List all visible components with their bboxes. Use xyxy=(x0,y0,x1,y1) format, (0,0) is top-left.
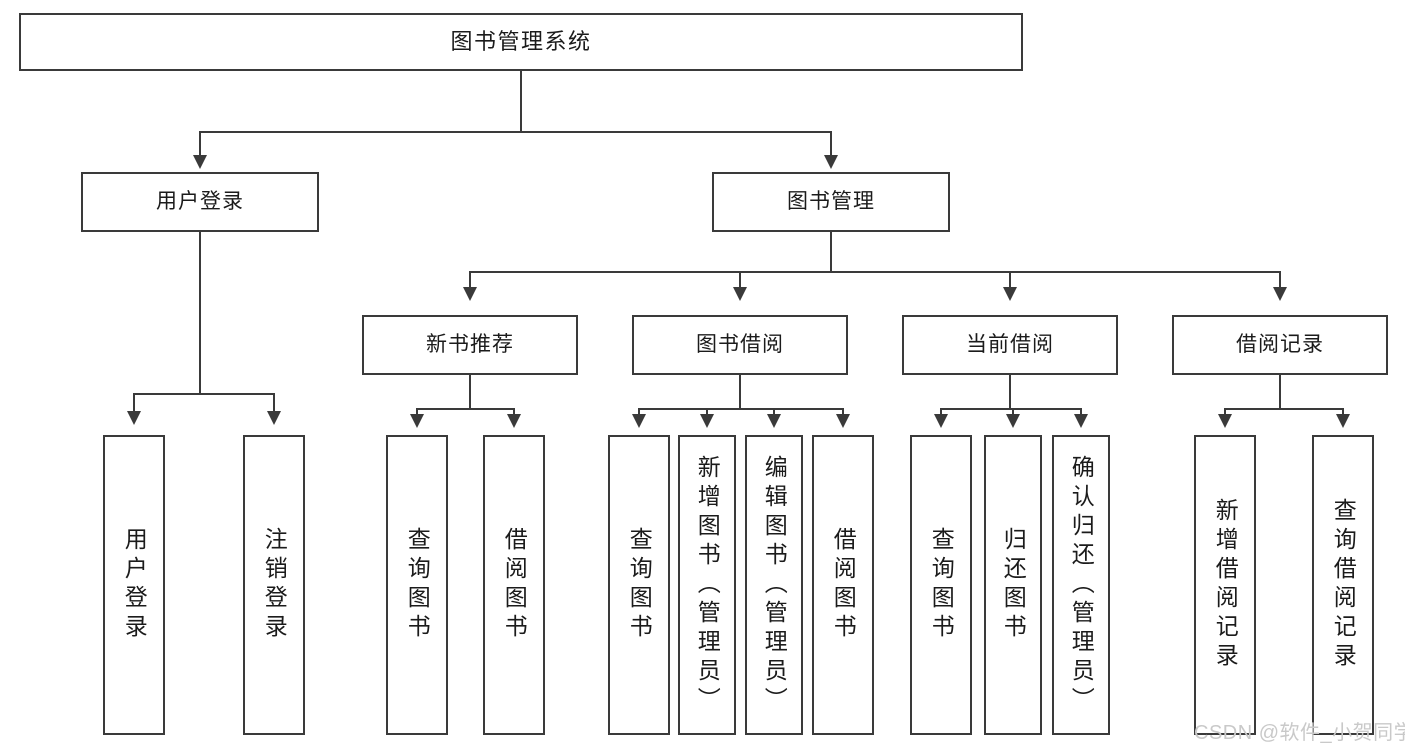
edge-drop-leaf-2 xyxy=(273,393,275,413)
edge-drop-leaf-9 xyxy=(940,408,942,416)
node-leaf-borrow-books-new[interactable]: 借阅图书 xyxy=(483,435,545,735)
node-leaf-logout[interactable]: 注销登录 xyxy=(243,435,305,735)
arrow-new-book xyxy=(463,287,477,301)
node-leaf-return-books[interactable]: 归还图书 xyxy=(984,435,1042,735)
node-leaf-user-login[interactable]: 用户登录 xyxy=(103,435,165,735)
node-label: 确认归还（管理员） xyxy=(1068,454,1095,716)
arrow-leaf-6 xyxy=(700,414,714,428)
edge-root-stem xyxy=(520,71,522,133)
edge-drop-current xyxy=(1009,271,1011,289)
arrow-leaf-11 xyxy=(1074,414,1088,428)
arrow-current xyxy=(1003,287,1017,301)
node-label: 查询借阅记录 xyxy=(1330,498,1357,672)
edge-user-login-bus xyxy=(133,393,274,395)
node-label: 当前借阅 xyxy=(966,332,1054,356)
node-label: 查询图书 xyxy=(626,527,653,643)
edge-new-book-bus xyxy=(416,408,513,410)
node-label: 借阅图书 xyxy=(501,527,528,643)
node-label: 图书管理系统 xyxy=(450,29,592,55)
arrow-leaf-10 xyxy=(1006,414,1020,428)
edge-drop-leaf-13 xyxy=(1342,408,1344,416)
arrow-leaf-1 xyxy=(127,411,141,425)
arrow-leaf-8 xyxy=(836,414,850,428)
edge-drop-book-mgmt xyxy=(830,131,832,157)
edge-level2-bus xyxy=(469,271,1281,273)
edge-drop-leaf-4 xyxy=(513,408,515,416)
edge-drop-user-login xyxy=(199,131,201,157)
node-borrowing-records[interactable]: 借阅记录 xyxy=(1172,315,1388,375)
node-label: 归还图书 xyxy=(1000,527,1027,643)
edge-records-bus xyxy=(1224,408,1342,410)
node-leaf-edit-book-admin[interactable]: 编辑图书（管理员） xyxy=(745,435,803,735)
node-label: 用户登录 xyxy=(156,189,244,213)
node-label: 图书借阅 xyxy=(696,332,784,356)
edge-level1-bus xyxy=(199,131,831,133)
edge-drop-leaf-3 xyxy=(416,408,418,416)
edge-user-login-stem xyxy=(199,232,201,394)
node-leaf-query-books-borrow[interactable]: 查询图书 xyxy=(608,435,670,735)
edge-borrow-bus xyxy=(638,408,843,410)
edge-drop-leaf-6 xyxy=(706,408,708,416)
node-label: 查询图书 xyxy=(928,527,955,643)
node-label: 新增借阅记录 xyxy=(1212,498,1239,672)
arrow-book-mgmt xyxy=(824,155,838,169)
arrow-leaf-2 xyxy=(267,411,281,425)
edge-drop-leaf-5 xyxy=(638,408,640,416)
node-label: 用户登录 xyxy=(121,527,148,643)
node-label: 注销登录 xyxy=(261,527,288,643)
edge-new-book-stem xyxy=(469,375,471,409)
arrow-user-login xyxy=(193,155,207,169)
node-label: 借阅记录 xyxy=(1236,332,1324,356)
arrow-leaf-5 xyxy=(632,414,646,428)
edge-current-bus xyxy=(940,408,1081,410)
node-current-borrowing[interactable]: 当前借阅 xyxy=(902,315,1118,375)
edge-drop-leaf-7 xyxy=(773,408,775,416)
node-root-book-management-system[interactable]: 图书管理系统 xyxy=(19,13,1023,71)
node-user-login[interactable]: 用户登录 xyxy=(81,172,319,232)
node-label: 查询图书 xyxy=(404,527,431,643)
arrow-borrow xyxy=(733,287,747,301)
node-label: 新书推荐 xyxy=(426,332,514,356)
node-book-borrowing[interactable]: 图书借阅 xyxy=(632,315,848,375)
edge-drop-records xyxy=(1279,271,1281,289)
node-leaf-add-borrow-record[interactable]: 新增借阅记录 xyxy=(1194,435,1256,735)
node-leaf-query-borrow-record[interactable]: 查询借阅记录 xyxy=(1312,435,1374,735)
node-leaf-confirm-return-admin[interactable]: 确认归还（管理员） xyxy=(1052,435,1110,735)
node-label: 借阅图书 xyxy=(830,527,857,643)
arrow-leaf-4 xyxy=(507,414,521,428)
edge-drop-borrow xyxy=(739,271,741,289)
arrow-leaf-9 xyxy=(934,414,948,428)
node-new-book-recommendation[interactable]: 新书推荐 xyxy=(362,315,578,375)
edge-current-stem xyxy=(1009,375,1011,409)
node-leaf-add-book-admin[interactable]: 新增图书（管理员） xyxy=(678,435,736,735)
edge-drop-leaf-10 xyxy=(1012,408,1014,416)
edge-drop-new-book xyxy=(469,271,471,289)
node-leaf-query-books-current[interactable]: 查询图书 xyxy=(910,435,972,735)
edge-borrow-stem xyxy=(739,375,741,409)
node-label: 新增图书（管理员） xyxy=(694,454,721,716)
edge-drop-leaf-1 xyxy=(133,393,135,413)
edge-drop-leaf-11 xyxy=(1080,408,1082,416)
arrow-leaf-12 xyxy=(1218,414,1232,428)
arrow-leaf-3 xyxy=(410,414,424,428)
node-label: 图书管理 xyxy=(787,189,875,213)
node-label: 编辑图书（管理员） xyxy=(761,454,788,716)
edge-drop-leaf-8 xyxy=(842,408,844,416)
watermark-text: CSDN @软件_小贺同学 xyxy=(1194,722,1405,744)
arrow-leaf-13 xyxy=(1336,414,1350,428)
arrow-records xyxy=(1273,287,1287,301)
edge-book-mgmt-stem xyxy=(830,232,832,272)
arrow-leaf-7 xyxy=(767,414,781,428)
node-leaf-borrow-books[interactable]: 借阅图书 xyxy=(812,435,874,735)
node-book-management[interactable]: 图书管理 xyxy=(712,172,950,232)
node-leaf-query-books-new[interactable]: 查询图书 xyxy=(386,435,448,735)
edge-drop-leaf-12 xyxy=(1224,408,1226,416)
edge-records-stem xyxy=(1279,375,1281,409)
